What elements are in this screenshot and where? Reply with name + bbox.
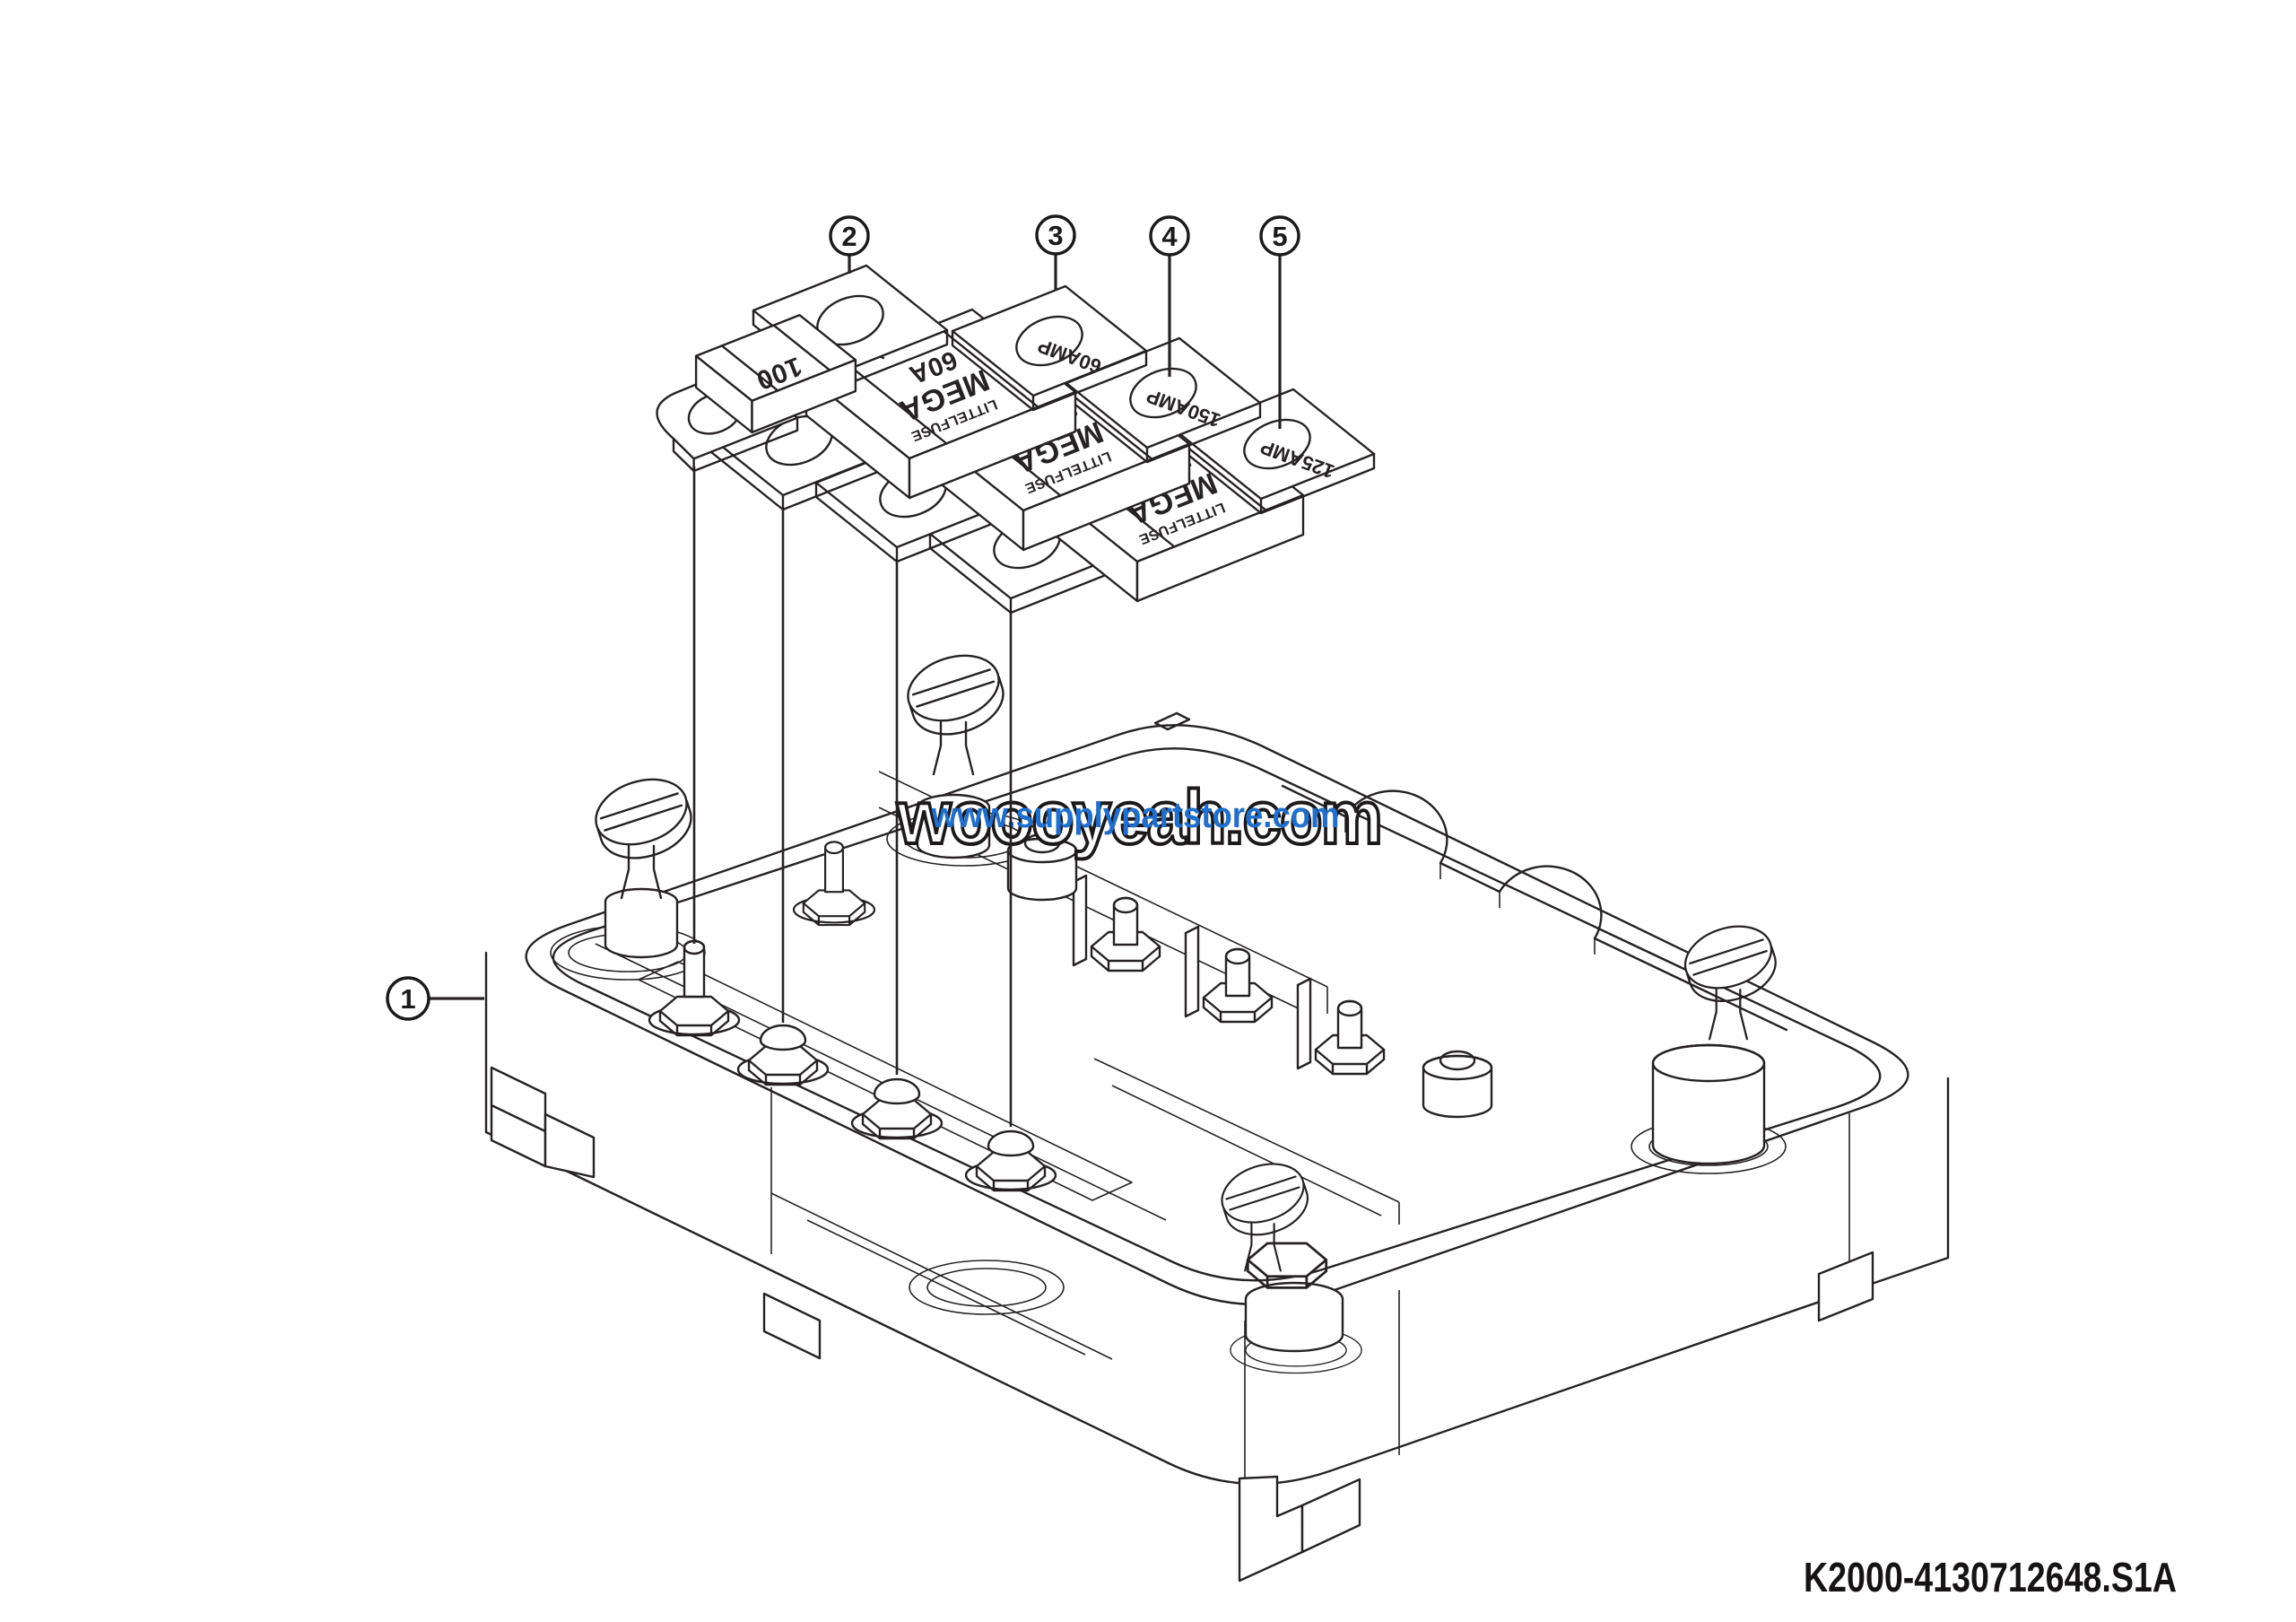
- stud-back: [792, 841, 876, 927]
- terminal-fuse-100: 100: [656, 264, 949, 473]
- stud-post-3: [1298, 979, 1384, 1074]
- boss-right: [1422, 1050, 1493, 1119]
- callout-1-number: 1: [400, 983, 415, 1015]
- terminal-screw-left: [586, 767, 701, 959]
- stud-post-1: [1074, 876, 1160, 971]
- callout-4-number: 4: [1161, 221, 1178, 252]
- callout-3-number: 3: [1048, 220, 1063, 251]
- stud-terminal-3: [850, 1077, 944, 1140]
- watermark-overlay: woooyeah.com: [896, 775, 1381, 859]
- fuse-box-base: [484, 643, 1950, 1583]
- callout-5-number: 5: [1272, 221, 1287, 252]
- callout-2: 2: [829, 215, 870, 274]
- terminal-screw-top: [898, 643, 1013, 859]
- terminal-screw-right: [1651, 914, 1785, 1165]
- assembly-leader-lines: [692, 467, 1013, 1127]
- terminal-screw-bottom: [1213, 1153, 1344, 1353]
- callout-5: 5: [1259, 215, 1300, 429]
- fuse-60a: LITTELFUSE MEGA 60A 60AMP: [700, 284, 1148, 511]
- watermark-url: www.supplypartstore.com: [931, 796, 1340, 835]
- callout-1: 1: [386, 976, 484, 1021]
- callout-3: 3: [1035, 214, 1076, 290]
- callout-2-number: 2: [841, 221, 857, 252]
- callout-4: 4: [1149, 215, 1190, 377]
- drawing-number: K2000-4130712648.S1A: [1804, 1554, 2177, 1600]
- stud-post-2: [1186, 927, 1272, 1022]
